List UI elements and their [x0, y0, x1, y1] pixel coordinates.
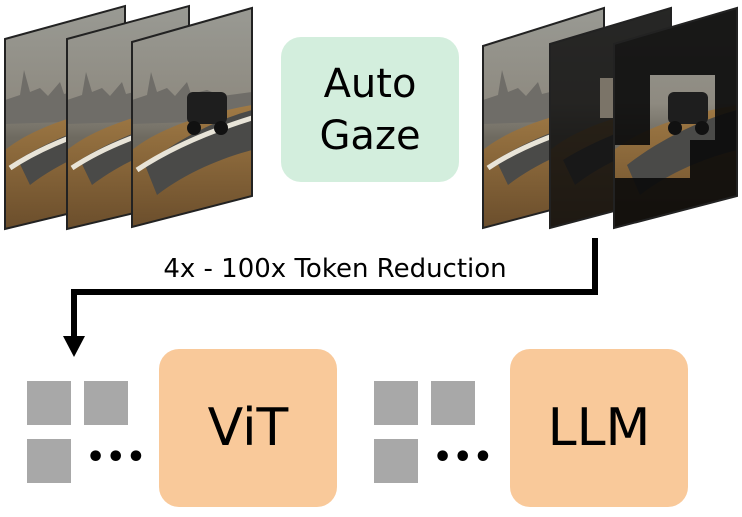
token-square	[27, 381, 71, 425]
token-square	[374, 439, 418, 483]
token-square	[84, 381, 128, 425]
token-square	[374, 381, 418, 425]
vit-box: ViT	[159, 349, 337, 507]
reduction-arrow-path	[71, 238, 598, 338]
input-frame-3	[132, 8, 252, 227]
llm-label: LLM	[547, 398, 651, 458]
autogaze-label-line1: Auto	[323, 60, 417, 107]
autogaze-box: Auto Gaze	[281, 37, 459, 182]
reduction-arrow-head	[63, 336, 85, 357]
token-ellipsis: •••	[86, 440, 147, 475]
llm-box: LLM	[510, 349, 688, 507]
token-reduction-label: 4x - 100x Token Reduction	[163, 254, 507, 284]
output-frame-3	[614, 8, 737, 228]
token-square	[27, 439, 71, 483]
autogaze-label-line2: Gaze	[319, 112, 421, 159]
vit-label: ViT	[207, 398, 289, 458]
token-square	[431, 381, 475, 425]
token-ellipsis: •••	[433, 440, 494, 475]
